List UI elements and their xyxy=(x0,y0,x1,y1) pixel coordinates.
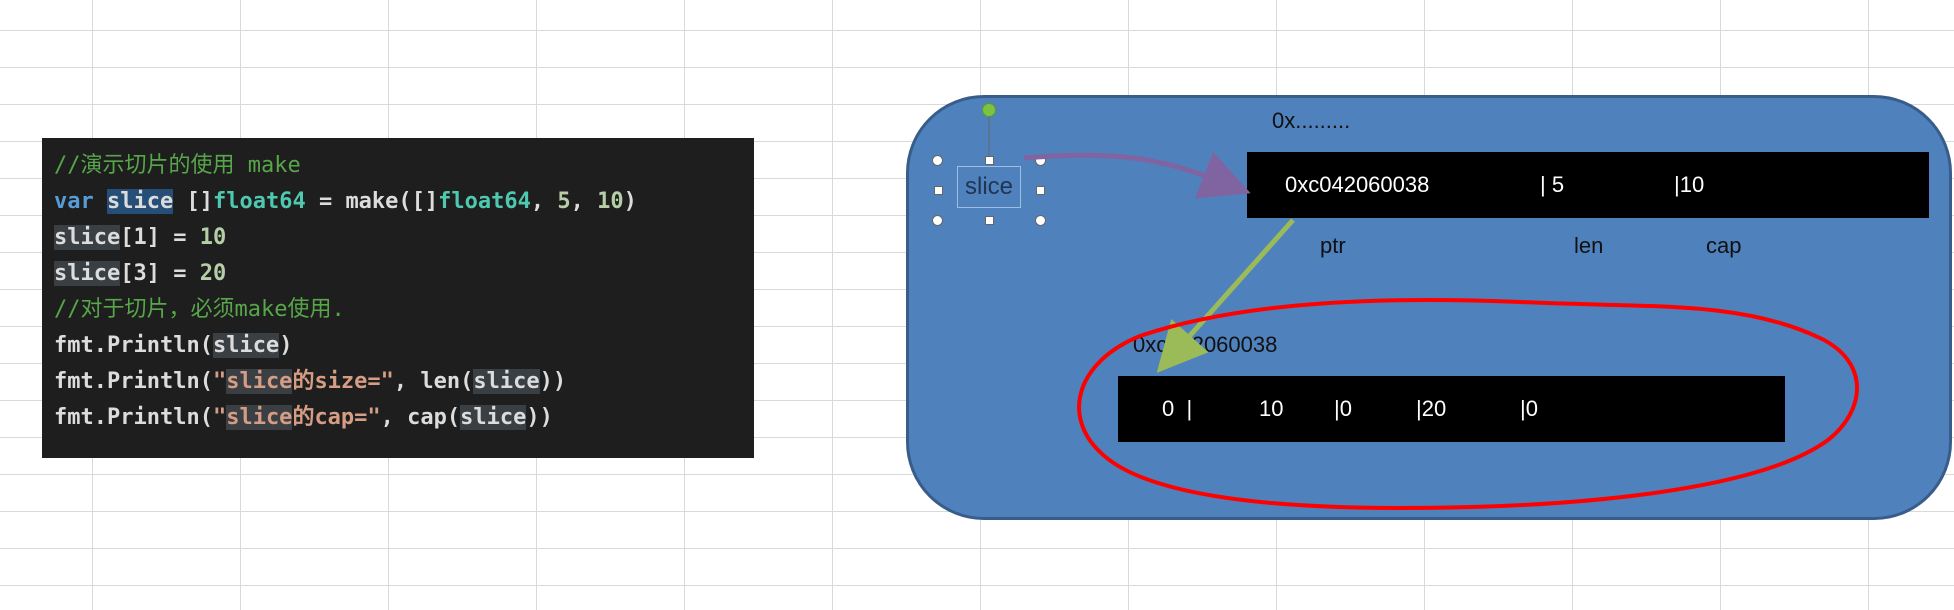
code-token: float64 xyxy=(212,189,306,214)
code-token: , cap( xyxy=(380,405,461,430)
code-token: //对于切片，必须make使用. xyxy=(54,297,345,322)
code-line: slice[1] = 10 xyxy=(54,220,742,256)
array-cell-3: |20 xyxy=(1416,396,1447,421)
code-token: slice xyxy=(460,405,527,430)
underlying-array-bar: 0 | 10 |0 |20 |0 xyxy=(1118,376,1785,442)
len-value: | 5 xyxy=(1540,172,1565,197)
code-token: , len( xyxy=(393,369,474,394)
code-token: slice xyxy=(473,369,540,394)
code-token: )) xyxy=(526,405,553,430)
resize-handle-top[interactable] xyxy=(985,156,994,165)
code-token: slice xyxy=(54,225,121,250)
code-token: , xyxy=(570,189,598,214)
code-token: ) xyxy=(623,189,637,214)
code-token: 的cap=" xyxy=(292,405,381,430)
code-token: [3] = xyxy=(120,261,200,286)
code-token: )) xyxy=(539,369,567,394)
resize-handle-bottom[interactable] xyxy=(985,216,994,225)
code-token: [] xyxy=(173,189,213,214)
slice-header-address: 0x......... xyxy=(1272,108,1351,133)
ptr-value: 0xc042060038 xyxy=(1285,172,1430,197)
rotation-handle[interactable] xyxy=(982,103,996,117)
code-token: fmt.Println( xyxy=(54,405,213,430)
code-token: 10 xyxy=(597,189,624,214)
code-line: var slice []float64 = make([]float64, 5,… xyxy=(54,184,742,220)
code-token: 5 xyxy=(557,189,571,214)
slice-variable-box[interactable]: slice xyxy=(957,166,1021,208)
code-token: " xyxy=(212,405,227,430)
code-line: fmt.Println(slice) xyxy=(54,328,742,364)
code-token: 的size=" xyxy=(292,369,394,394)
array-cell-1: 10 xyxy=(1259,396,1284,421)
code-token: , xyxy=(530,189,558,214)
code-token: = make([] xyxy=(305,189,439,214)
code-token: slice xyxy=(226,369,293,394)
cap-label: cap xyxy=(1706,233,1742,258)
array-address: 0xc042060038 xyxy=(1133,332,1278,357)
code-token: ) xyxy=(279,333,293,358)
code-token: float64 xyxy=(438,189,531,214)
resize-handle-top-right[interactable] xyxy=(1035,155,1046,166)
code-token: " xyxy=(212,369,227,394)
code-token: //演示切片的使用 make xyxy=(54,153,301,178)
array-cell-4: |0 xyxy=(1520,396,1538,421)
code-line: fmt.Println("slice的size=", len(slice)) xyxy=(54,364,742,400)
code-token: slice xyxy=(107,189,174,214)
code-line: fmt.Println("slice的cap=", cap(slice)) xyxy=(54,400,742,436)
resize-handle-left[interactable] xyxy=(934,186,943,195)
code-line: //对于切片，必须make使用. xyxy=(54,292,742,328)
code-token: 10 xyxy=(199,225,227,250)
code-token: var xyxy=(54,189,94,214)
code-token: 20 xyxy=(199,261,227,286)
code-token: [1] = xyxy=(120,225,200,250)
code-token: slice xyxy=(226,405,293,430)
code-token: fmt.Println( xyxy=(54,369,213,394)
cap-value: |10 xyxy=(1674,172,1705,197)
resize-handle-bottom-right[interactable] xyxy=(1035,215,1046,226)
slice-header-bar: 0xc042060038 | 5 |10 xyxy=(1247,152,1929,218)
resize-handle-top-left[interactable] xyxy=(932,155,943,166)
code-line: //演示切片的使用 make xyxy=(54,148,742,184)
code-token: slice xyxy=(54,261,121,286)
code-token xyxy=(94,189,107,214)
ptr-label: ptr xyxy=(1320,233,1346,258)
resize-handle-right[interactable] xyxy=(1036,186,1045,195)
resize-handle-bottom-left[interactable] xyxy=(932,215,943,226)
code-token: fmt.Println( xyxy=(54,333,213,358)
array-cell-0: 0 | xyxy=(1162,396,1193,421)
code-line: slice[3] = 20 xyxy=(54,256,742,292)
len-label: len xyxy=(1574,233,1604,258)
array-cell-2: |0 xyxy=(1334,396,1352,421)
code-token: slice xyxy=(212,333,280,358)
